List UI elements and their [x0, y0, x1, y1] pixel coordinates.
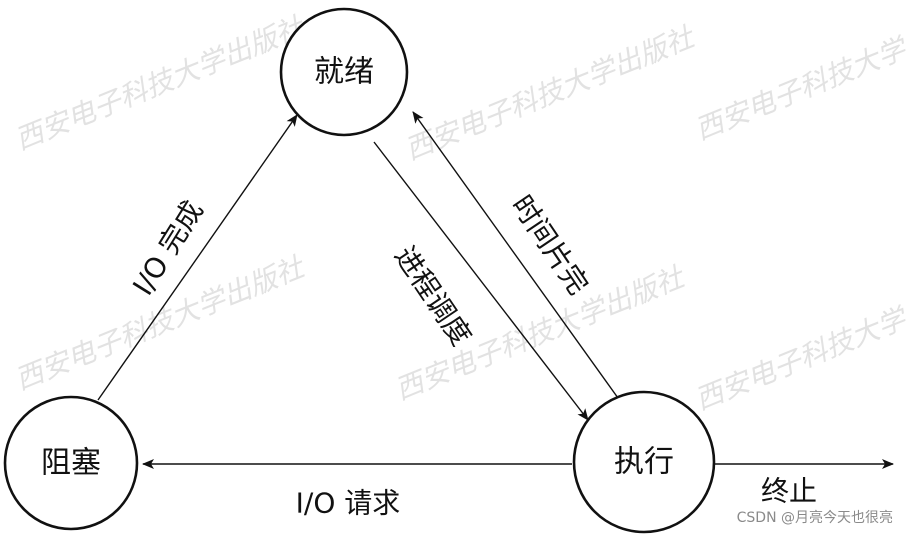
label-terminate: 终止 [761, 475, 817, 508]
watermark-text: 西安电子科技大学出版社 [690, 0, 908, 146]
edge-process-dispatch [373, 141, 589, 421]
node-ready-circle [279, 7, 409, 137]
label-io-complete: I/O 完成 [126, 195, 209, 301]
node-ready: 就绪 [279, 7, 409, 137]
credit-text: CSDN @月亮今天也很亮 [737, 509, 893, 526]
watermark-text: 西安电子科技大学出版社 [690, 270, 908, 417]
node-blocked-label: 阻塞 [41, 446, 101, 481]
label-process-dispatch: 进程调度 [388, 240, 478, 351]
node-running: 执行 [572, 390, 716, 534]
watermark-text: 西安电子科技大学出版社 [400, 20, 700, 167]
node-ready-label: 就绪 [314, 55, 374, 90]
node-blocked-circle [3, 395, 139, 531]
watermark-text: 西安电子科技大学出版社 [10, 10, 310, 157]
node-blocked: 阻塞 [3, 395, 139, 531]
label-io-request: I/O 请求 [296, 487, 401, 520]
node-running-label: 执行 [614, 445, 674, 480]
watermark-layer: 西安电子科技大学出版社 西安电子科技大学出版社 西安电子科技大学出版社 西安电子… [10, 0, 908, 416]
label-time-slice-end: 时间片完 [505, 189, 595, 300]
edge-io-complete [97, 114, 298, 401]
edge-time-slice-end [412, 111, 619, 399]
node-running-circle [572, 390, 716, 534]
